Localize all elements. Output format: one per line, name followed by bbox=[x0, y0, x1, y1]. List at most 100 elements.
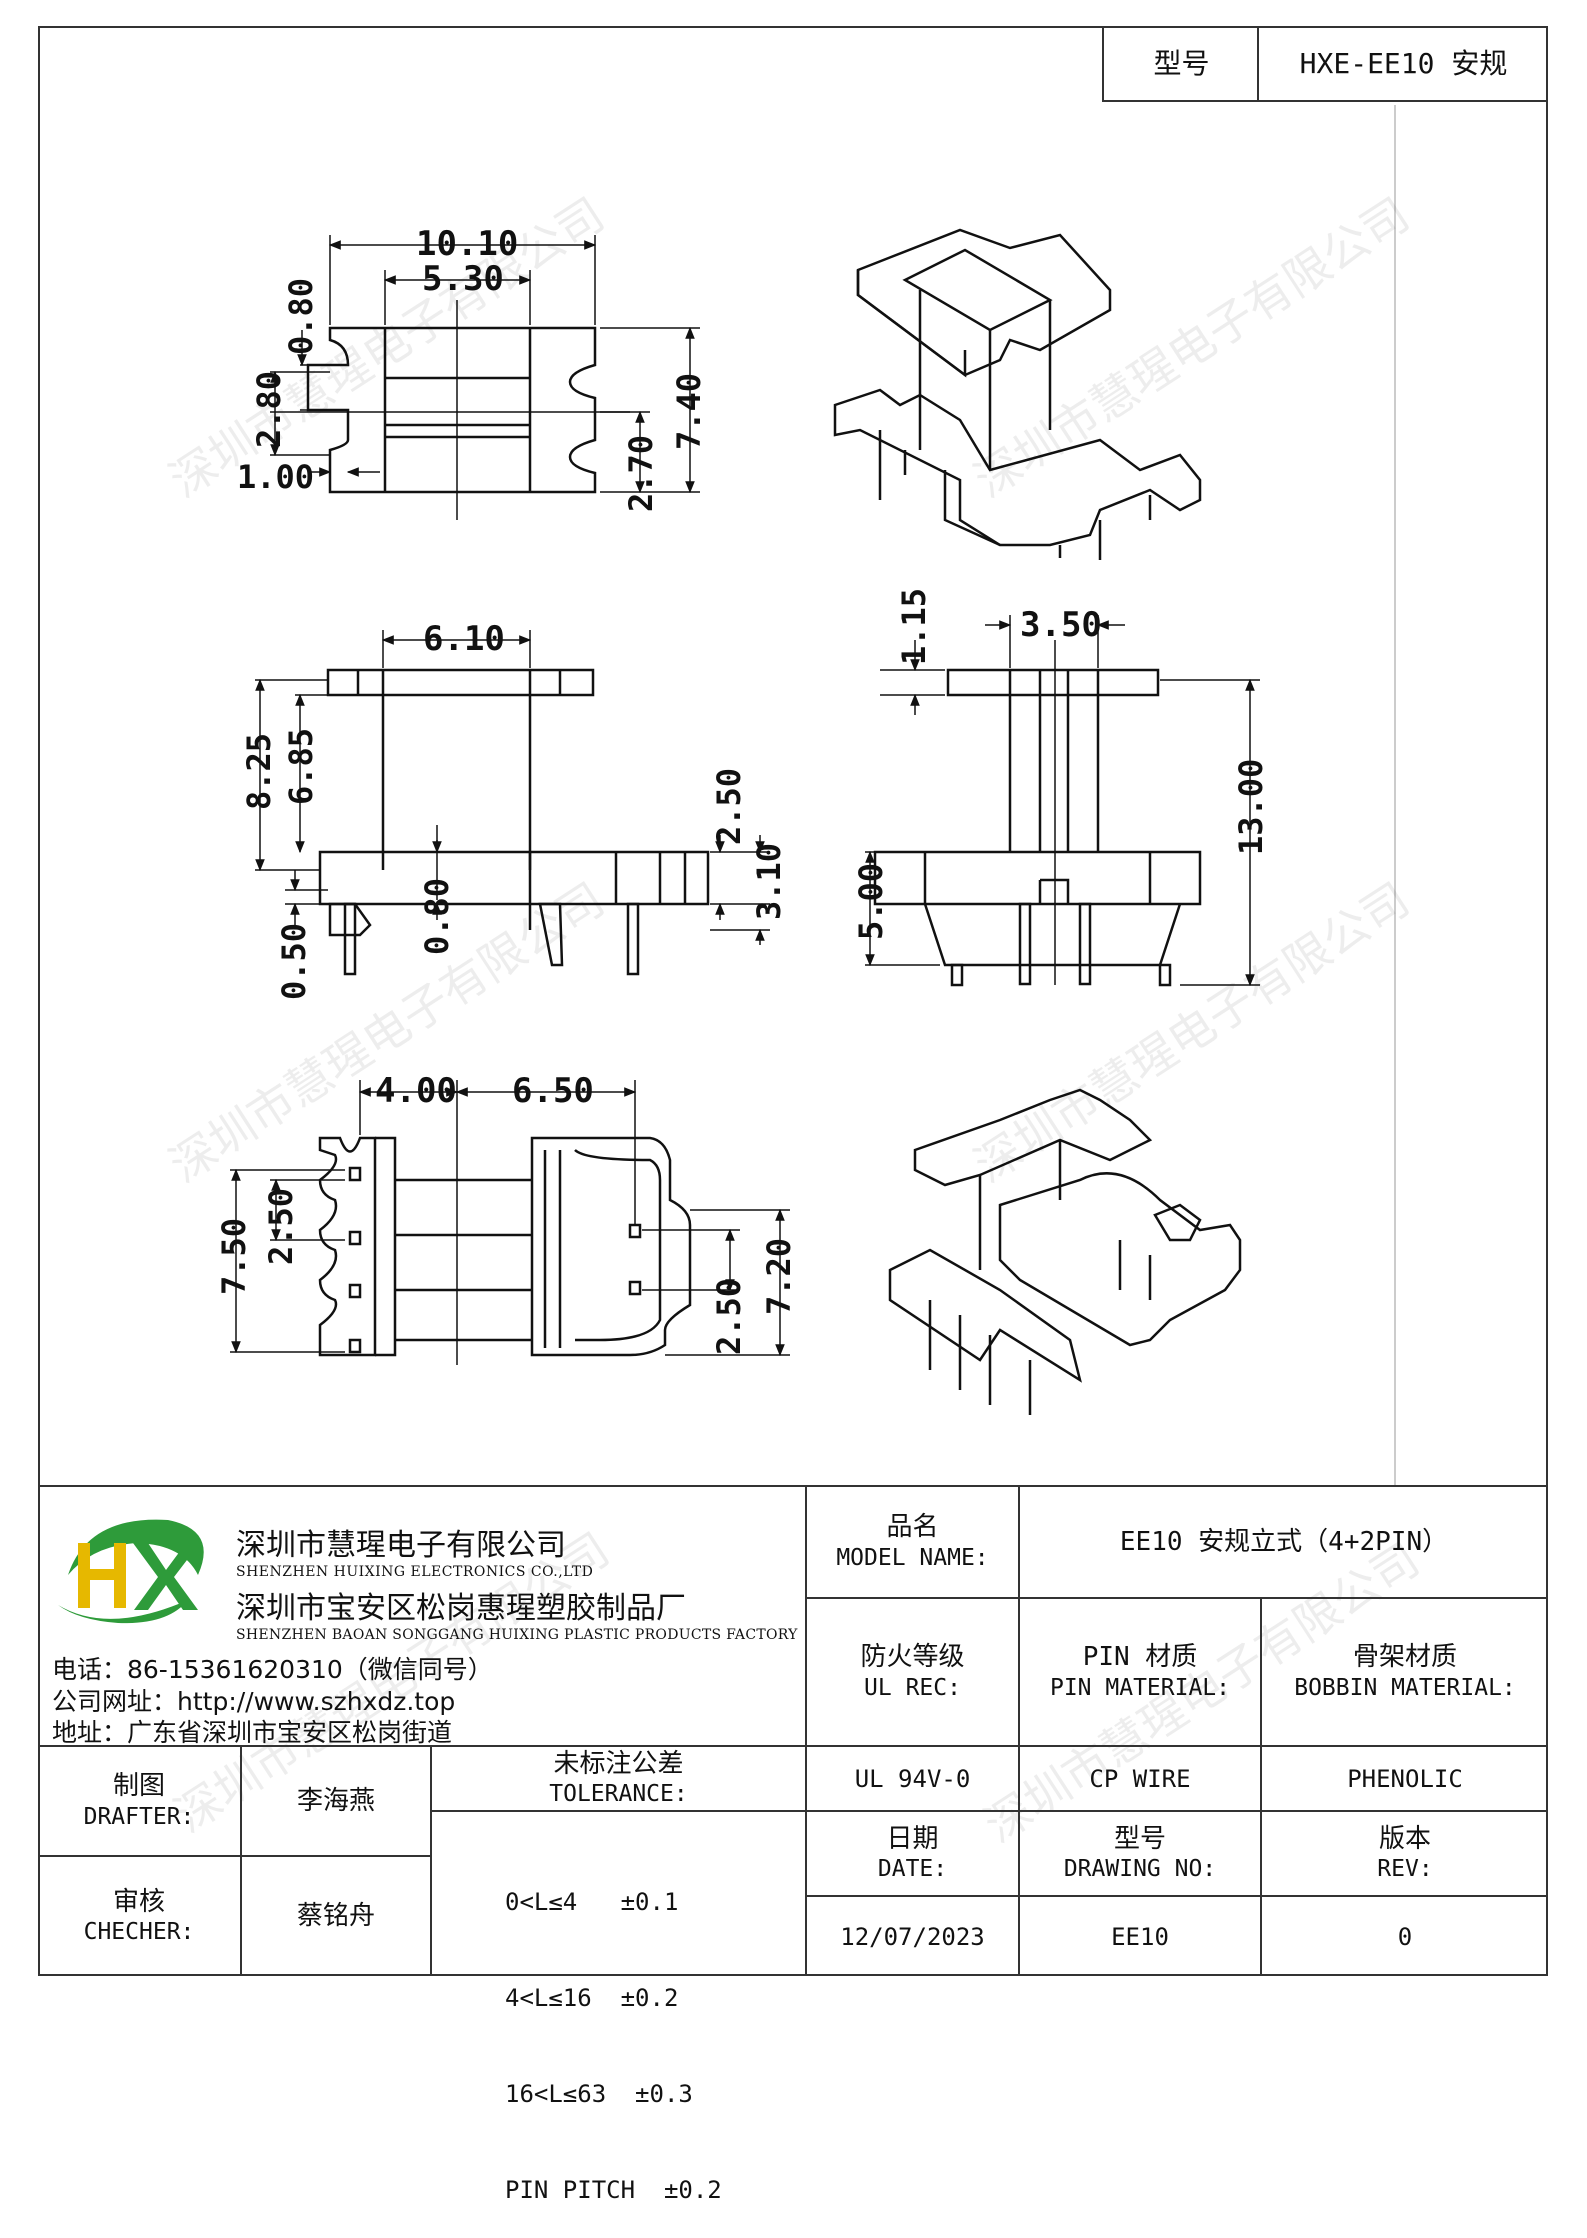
isometric-view-bottom bbox=[888, 1088, 1242, 1415]
ul-value: UL 94V-0 bbox=[807, 1747, 1018, 1810]
model-name-value-text: EE10 安规立式（4+2PIN） bbox=[1119, 1526, 1449, 1557]
dim-2-50-bottom-left: 2.50 bbox=[262, 1188, 300, 1265]
company-logo-icon: HX bbox=[58, 1519, 204, 1624]
ul-value-text: UL 94V-0 bbox=[854, 1764, 971, 1793]
pin-material-en: PIN MATERIAL: bbox=[1049, 1674, 1230, 1701]
company-website: 公司网址：http://www.szhxdz.top bbox=[52, 1687, 456, 1716]
bobbin-material-cn: 骨架材质 bbox=[1352, 1642, 1457, 1673]
dim-3-50: 3.50 bbox=[1020, 605, 1102, 645]
date-value-text: 12/07/2023 bbox=[840, 1922, 985, 1951]
rev-value: 0 bbox=[1262, 1897, 1548, 1976]
dim-8-25: 8.25 bbox=[240, 733, 278, 810]
company-name-en: SHENZHEN HUIXING ELECTRONICS CO.,LTD bbox=[236, 1564, 594, 1580]
isometric-view-top bbox=[833, 228, 1202, 560]
pin-material-label: PIN 材质 PIN MATERIAL: bbox=[1020, 1599, 1260, 1745]
factory-name-en: SHENZHEN BAOAN SONGGANG HUIXING PLASTIC … bbox=[236, 1627, 798, 1643]
ul-rec-cn: 防火等级 bbox=[860, 1642, 965, 1673]
title-block-divider bbox=[430, 1810, 805, 1812]
drafter-name: 李海燕 bbox=[242, 1747, 430, 1855]
tolerance-cn: 未标注公差 bbox=[553, 1748, 684, 1779]
title-block-divider bbox=[1018, 1485, 1020, 1976]
header-model-value: HXE-EE10 安规 bbox=[1299, 46, 1508, 80]
dim-7-40-top: 7.40 bbox=[670, 373, 708, 450]
company-address: 地址：广东省深圳市宝安区松岗街道 bbox=[52, 1718, 453, 1747]
title-block-divider bbox=[805, 1895, 1548, 1897]
dim-5-30: 5.30 bbox=[422, 259, 504, 299]
bobbin-value-text: PHENOLIC bbox=[1347, 1764, 1463, 1793]
drawing-no-cn: 型号 bbox=[1113, 1823, 1166, 1854]
title-block-divider bbox=[805, 1810, 1548, 1812]
drafter-cn: 制图 bbox=[112, 1771, 165, 1802]
pin-material-cn: PIN 材质 bbox=[1082, 1642, 1198, 1673]
tolerance-label: 未标注公差 TOLERANCE: bbox=[432, 1747, 805, 1810]
dim-10-10: 10.10 bbox=[416, 224, 518, 264]
dim-0-80-mid: 0.80 bbox=[418, 878, 456, 955]
factory-name-cn: 深圳市宝安区松岗惠瑆塑胶制品厂 bbox=[236, 1591, 686, 1626]
dim-0-80-top: 0.80 bbox=[282, 278, 320, 355]
date-cn: 日期 bbox=[886, 1823, 939, 1854]
bobbin-value: PHENOLIC bbox=[1262, 1747, 1548, 1810]
rev-en: REV: bbox=[1377, 1856, 1433, 1883]
tolerance-line: PIN PITCH ±0.2 bbox=[505, 2176, 722, 2204]
dim-7-50: 7.50 bbox=[215, 1218, 253, 1295]
dim-6-85: 6.85 bbox=[282, 728, 320, 805]
dim-2-80-top: 2.80 bbox=[250, 371, 288, 448]
dim-1-00-top: 1.00 bbox=[237, 458, 314, 496]
drawing-no-label: 型号 DRAWING NO: bbox=[1020, 1812, 1260, 1895]
side-view-drawing bbox=[865, 615, 1260, 987]
drafter-name-text: 李海燕 bbox=[296, 1785, 375, 1816]
drawing-no-value: EE10 bbox=[1020, 1897, 1260, 1976]
dim-1-15: 1.15 bbox=[895, 588, 933, 665]
header-model-label-cell: 型号 bbox=[1102, 26, 1259, 102]
title-block-divider bbox=[805, 1485, 807, 1976]
rev-cn: 版本 bbox=[1378, 1823, 1431, 1854]
dim-3-10: 3.10 bbox=[750, 843, 788, 920]
drafter-en: DRAFTER: bbox=[83, 1803, 195, 1830]
drawing-frame bbox=[38, 26, 1548, 1976]
title-block-top-line bbox=[38, 1485, 1548, 1487]
dim-5-00: 5.00 bbox=[852, 863, 890, 940]
model-name-cn: 品名 bbox=[886, 1512, 939, 1543]
top-view-drawing bbox=[270, 235, 700, 520]
header-model-value-cell: HXE-EE10 安规 bbox=[1257, 26, 1548, 102]
tolerance-en: TOLERANCE: bbox=[549, 1781, 688, 1808]
dim-6-50: 6.50 bbox=[512, 1071, 594, 1111]
technical-drawing: 10.10 5.30 0.80 2.80 1.00 7.40 2.70 bbox=[215, 224, 1270, 1415]
company-phone: 电话：86-15361620310（微信同号） bbox=[52, 1655, 493, 1684]
title-block-divider bbox=[38, 1745, 1548, 1747]
tolerance-list: 0<L≤4 ±0.1 4<L≤16 ±0.2 16<L≤63 ±0.3 PIN … bbox=[505, 1822, 795, 2238]
dim-4-00: 4.00 bbox=[375, 1071, 457, 1111]
title-block-divider bbox=[430, 1745, 432, 1976]
dim-6-10: 6.10 bbox=[423, 619, 505, 659]
bottom-view-drawing bbox=[230, 1080, 790, 1365]
dim-2-50-mid: 2.50 bbox=[710, 768, 748, 845]
checker-en: CHECHER: bbox=[83, 1919, 195, 1946]
ul-rec-en: UL REC: bbox=[864, 1674, 961, 1701]
model-name-value: EE10 安规立式（4+2PIN） bbox=[1020, 1487, 1548, 1597]
dim-0-50: 0.50 bbox=[275, 923, 313, 1000]
model-name-label: 品名 MODEL NAME: bbox=[807, 1487, 1018, 1597]
header-model-label: 型号 bbox=[1153, 46, 1210, 80]
right-guide-line bbox=[1394, 105, 1396, 1485]
date-value: 12/07/2023 bbox=[807, 1897, 1018, 1976]
tolerance-line: 0<L≤4 ±0.1 bbox=[505, 1888, 679, 1916]
title-block-divider bbox=[805, 1597, 1548, 1599]
bobbin-material-en: BOBBIN MATERIAL: bbox=[1294, 1674, 1516, 1701]
checker-label: 审核 CHECHER: bbox=[38, 1857, 240, 1976]
tolerance-line: 4<L≤16 ±0.2 bbox=[505, 1984, 679, 2012]
dim-7-20: 7.20 bbox=[760, 1238, 798, 1315]
dim-13-00: 13.00 bbox=[1232, 759, 1270, 855]
checker-name-text: 蔡铭舟 bbox=[296, 1901, 375, 1932]
checker-cn: 审核 bbox=[112, 1886, 165, 1917]
dim-2-70-top: 2.70 bbox=[622, 435, 660, 512]
tolerance-line: 16<L≤63 ±0.3 bbox=[505, 2080, 693, 2108]
pin-value-text: CP WIRE bbox=[1089, 1764, 1191, 1793]
front-view-drawing bbox=[255, 630, 770, 976]
date-label: 日期 DATE: bbox=[807, 1812, 1018, 1895]
drawing-no-value-text: EE10 bbox=[1111, 1922, 1169, 1951]
company-name-cn: 深圳市慧瑆电子有限公司 bbox=[236, 1528, 566, 1563]
title-block-divider bbox=[1260, 1597, 1262, 1976]
dim-2-50-bottom-right: 2.50 bbox=[710, 1278, 748, 1355]
drawing-no-en: DRAWING NO: bbox=[1063, 1856, 1217, 1883]
drafter-label: 制图 DRAFTER: bbox=[38, 1747, 240, 1855]
